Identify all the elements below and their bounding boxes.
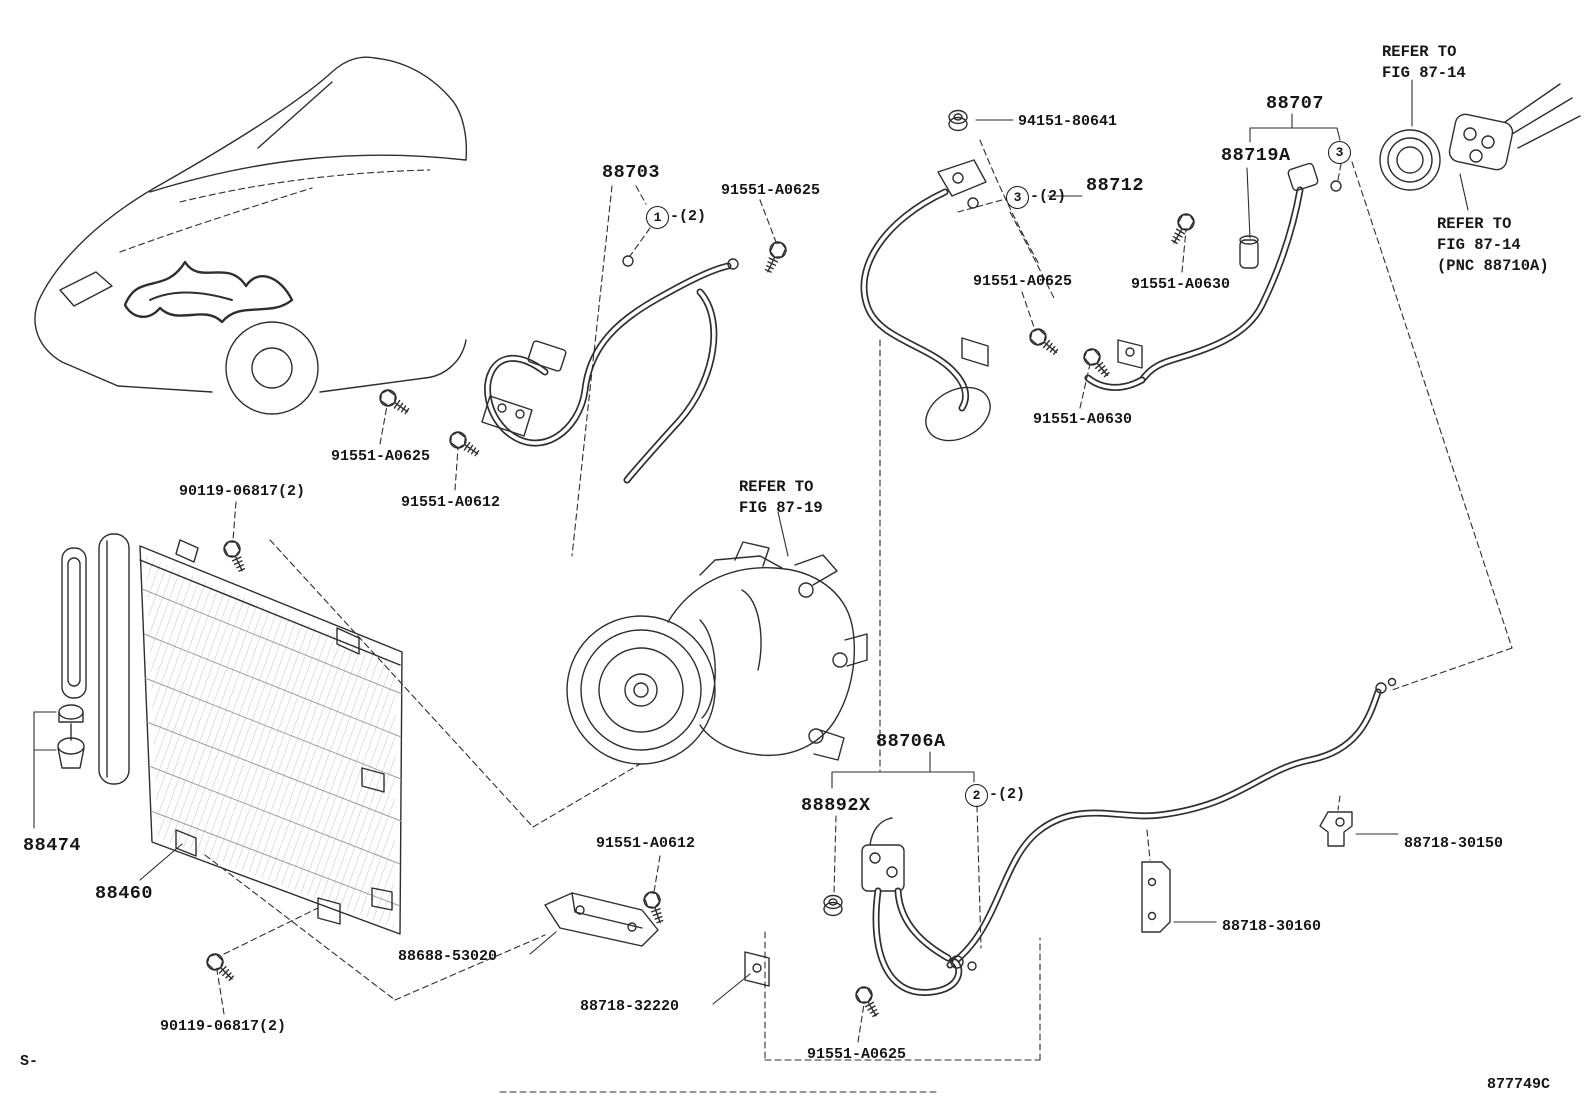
part-label-88474: 88474 <box>23 835 82 856</box>
suction-tube-assembly <box>823 817 977 996</box>
callout-circle: 3 <box>1328 141 1351 164</box>
callout-circle: 1 <box>646 206 669 229</box>
part-label-94151-80641: 94151-80641 <box>1018 113 1118 130</box>
car-sketch-illustration <box>34 56 468 415</box>
leader-lines <box>33 79 1513 1093</box>
callout-qty: -(2) <box>670 208 707 226</box>
clamp-label-88718-32220: 88718-32220 <box>580 998 680 1015</box>
bolt-label-91551-A0625-c: 91551-A0625 <box>331 448 431 465</box>
part-label-88706A: 88706A <box>876 731 946 752</box>
compressor-illustration <box>566 541 868 765</box>
bolt-label-91551-A0625-d: 91551-A0625 <box>807 1046 907 1063</box>
discharge-hose-88703 <box>481 255 739 484</box>
clamp-label-88718-30160: 88718-30160 <box>1222 918 1322 935</box>
callout-2: 2-(2) <box>965 784 1025 807</box>
callout-circle: 2 <box>965 784 988 807</box>
refer-note-fig-87-14-right: REFER TO FIG 87-14 (PNC 88710A) <box>1437 215 1549 275</box>
callout-qty: -(2) <box>1030 188 1067 206</box>
bolt-label-91551-A0612-a: 91551-A0612 <box>401 494 501 511</box>
firewall-grommet <box>1379 83 1581 191</box>
callout-1: 1-(2) <box>646 206 706 229</box>
callout-3-a: 3 <box>1328 141 1352 164</box>
corner-mark: S- <box>20 1053 39 1070</box>
rear-ac-pipe <box>744 677 1397 987</box>
bolt-label-90119-06817-b: 90119-06817(2) <box>160 1018 287 1035</box>
bolt-label-91551-A0630-a: 91551-A0630 <box>1131 276 1231 293</box>
suction-hose-88712 <box>860 109 991 442</box>
sheet-code: 877749C <box>1487 1076 1551 1093</box>
refer-note-fig-87-19: REFER TO FIG 87-19 <box>739 478 823 517</box>
bolt-label-91551-A0612-b: 91551-A0612 <box>596 835 696 852</box>
bolt-label-91551-A0625-a: 91551-A0625 <box>721 182 821 199</box>
part-label-88460: 88460 <box>95 883 154 904</box>
liquid-line-88707 <box>1084 162 1342 391</box>
bolt-label-91551-A0630-b: 91551-A0630 <box>1033 411 1133 428</box>
part-label-88719A: 88719A <box>1221 145 1291 166</box>
part-label-88703: 88703 <box>602 162 661 183</box>
part-label-88892X: 88892X <box>801 795 871 816</box>
condenser-cushions <box>57 704 85 769</box>
bracket-88688-53020 <box>544 892 659 947</box>
bracket-label-88688-53020: 88688-53020 <box>398 948 498 965</box>
bolt-label-90119-06817-a: 90119-06817(2) <box>179 483 306 500</box>
callout-qty: -(2) <box>989 786 1026 804</box>
part-label-88707: 88707 <box>1266 93 1325 114</box>
callout-circle: 3 <box>1006 186 1029 209</box>
refer-note-fig-87-14-top: REFER TO FIG 87-14 <box>1382 43 1466 82</box>
clamp-label-88718-30150: 88718-30150 <box>1404 835 1504 852</box>
part-label-88712: 88712 <box>1086 175 1145 196</box>
callout-3-b: 3-(2) <box>1006 186 1066 209</box>
condenser-assembly <box>61 533 403 935</box>
bolt-label-91551-A0625-b: 91551-A0625 <box>973 273 1073 290</box>
